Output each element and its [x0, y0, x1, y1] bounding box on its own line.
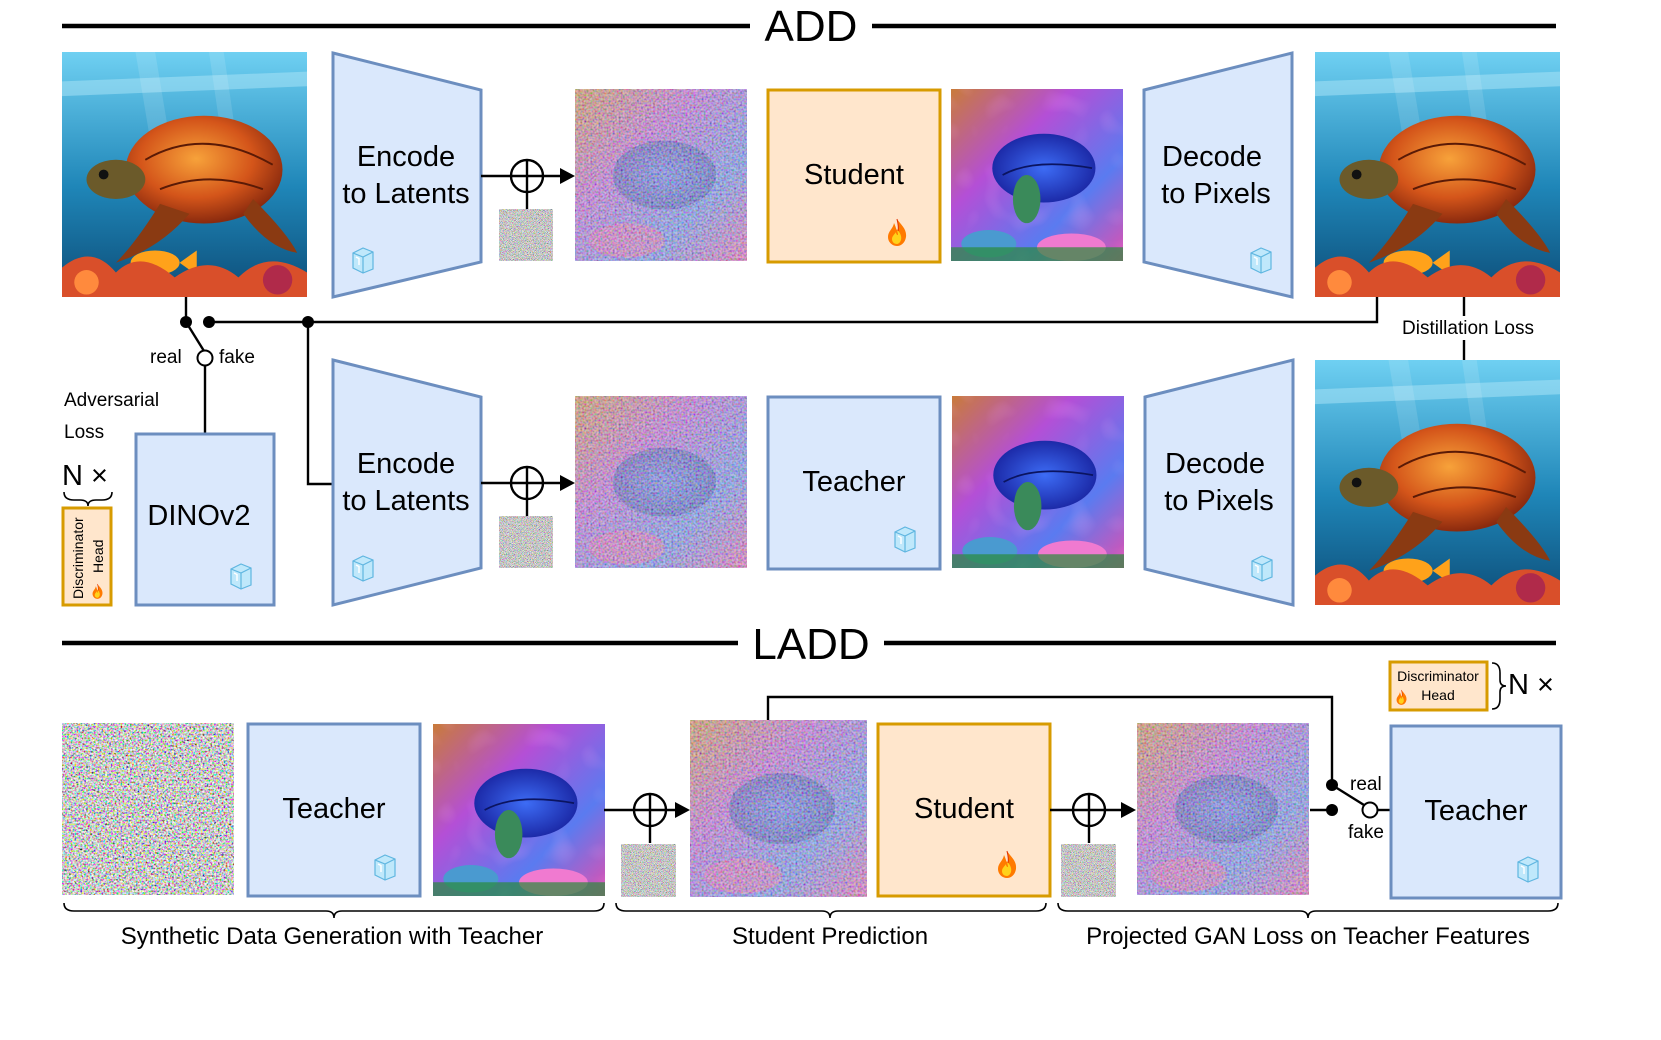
add-discriminator-head	[61, 506, 113, 607]
ice-cube-icon	[352, 555, 374, 582]
adversarial-loss-label-1: Adversarial	[64, 390, 159, 411]
arrow-head	[560, 475, 575, 491]
ladd-student-block	[876, 722, 1052, 898]
student-decoder-label-1: Decode	[1162, 141, 1262, 173]
ice-cube-icon	[894, 526, 916, 553]
ice-cube-icon	[1251, 555, 1273, 582]
ice-cube-icon	[1250, 247, 1272, 274]
add-disc-label-1: Discriminator	[70, 517, 86, 599]
ladd-disc-label-1: Discriminator	[1397, 668, 1479, 684]
teacher-decoder-label-2: to Pixels	[1164, 485, 1274, 517]
teacher-decoder-block	[1143, 358, 1295, 607]
ladd-real-fake-switch	[1331, 783, 1365, 807]
plus-circle-icon	[509, 465, 545, 501]
add-title: ADD	[765, 2, 858, 51]
noisy-latent-image	[575, 89, 747, 261]
plus-circle-icon	[509, 158, 545, 194]
ladd-noisy-latent	[690, 720, 867, 897]
teacher-encoder-label-1: Encode	[357, 448, 455, 480]
ladd-disc-label-2: Head	[1421, 687, 1454, 703]
add-section: ADD Encode to Latents Student Decode to …	[60, 2, 1562, 607]
ladd-discriminator-head	[1388, 660, 1489, 712]
teacher-output-latent	[952, 396, 1124, 568]
student-decoder-block	[1142, 51, 1294, 299]
distillation-loss-label: Distillation Loss	[1402, 318, 1534, 339]
ladd-teacher-disc-label: Teacher	[1424, 795, 1528, 827]
student-decoder-label-2: to Pixels	[1161, 178, 1271, 210]
add-disc-brace	[63, 491, 113, 507]
noise-sample	[499, 516, 553, 568]
teacher-encoder-label-2: to Latents	[342, 485, 469, 517]
add-disc-label-2: Head	[90, 540, 106, 573]
teacher-output-image	[1313, 358, 1562, 607]
ladd-disc-brace	[1491, 662, 1507, 710]
ladd-student-label: Student	[914, 793, 1014, 825]
pure-noise-image	[62, 723, 234, 895]
ladd-real-line	[766, 695, 1334, 783]
student-output-line	[209, 297, 1379, 324]
student-encoder-label-2: to Latents	[342, 178, 469, 210]
ladd-fake-label: fake	[1348, 822, 1384, 843]
plus-circle-icon	[632, 792, 668, 828]
teacher-decoder-label-1: Decode	[1165, 448, 1265, 480]
plus-circle-icon	[1071, 792, 1107, 828]
ice-cube-icon	[352, 247, 374, 274]
synthetic-latent-image	[433, 724, 605, 896]
caption-student: Student Prediction	[732, 923, 928, 950]
student-output-latent	[951, 89, 1123, 261]
real-fake-switch	[184, 321, 206, 352]
ladd-n-times-label: N ×	[1508, 669, 1554, 701]
teacher-encoder-block	[331, 358, 483, 607]
caption-synthetic: Synthetic Data Generation with Teacher	[121, 923, 543, 950]
fake-to-teacher-line	[306, 322, 333, 486]
ladd-title: LADD	[752, 620, 869, 669]
synthetic-brace	[63, 902, 605, 919]
gan-loss-brace	[1057, 902, 1559, 919]
ice-cube-icon	[374, 854, 396, 881]
arrow-head	[1121, 802, 1136, 818]
arrow-head	[560, 168, 575, 184]
ladd-real-label: real	[1350, 774, 1382, 795]
ice-cube-icon	[230, 563, 252, 590]
caption-gan: Projected GAN Loss on Teacher Features	[1086, 923, 1530, 950]
ladd-teacher-gen-label: Teacher	[282, 793, 386, 825]
input-image	[60, 50, 309, 299]
student-output-image	[1313, 50, 1562, 299]
renoised-student-latent	[1137, 723, 1309, 895]
add-n-times-label: N ×	[62, 460, 108, 492]
adversarial-loss-label-2: Loss	[64, 422, 104, 443]
student-encoder-block	[331, 51, 483, 299]
student-encoder-label-1: Encode	[357, 141, 455, 173]
noise-sample	[621, 844, 676, 897]
teacher-noisy-latent	[575, 396, 747, 568]
student-label: Student	[804, 159, 904, 191]
noise-sample	[499, 209, 553, 261]
ladd-section: LADD Teacher Student real fake Teac	[62, 620, 1563, 950]
ice-cube-icon	[1517, 856, 1539, 883]
student-block	[766, 88, 942, 264]
add-fake-label: fake	[219, 347, 255, 368]
arrow-head	[675, 802, 690, 818]
noise-sample	[1061, 844, 1116, 897]
dinov2-label: DINOv2	[147, 500, 250, 532]
teacher-label: Teacher	[802, 466, 906, 498]
student-prediction-brace	[615, 902, 1047, 919]
add-real-label: real	[150, 347, 182, 368]
